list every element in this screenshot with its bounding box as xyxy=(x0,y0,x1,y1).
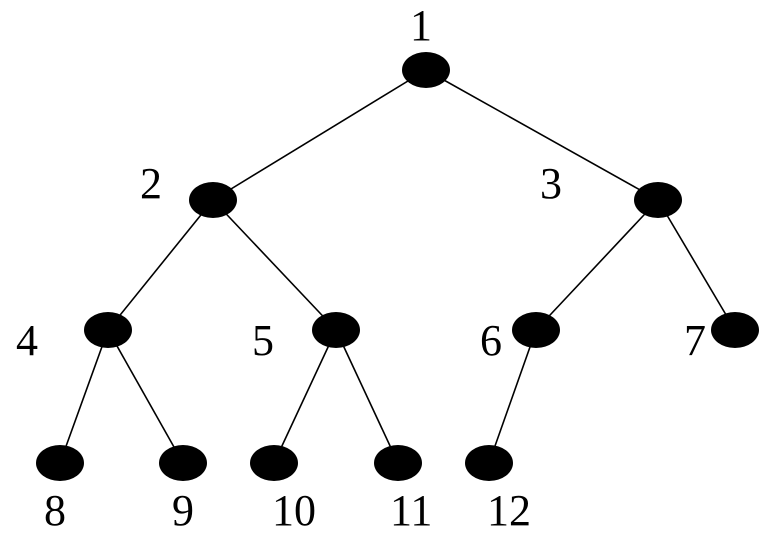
edge-1-2 xyxy=(212,69,427,201)
tree-edges xyxy=(59,69,736,464)
tree-node-10 xyxy=(250,445,298,481)
edge-6-12 xyxy=(488,329,537,464)
edge-4-8 xyxy=(59,329,109,464)
edge-3-6 xyxy=(535,199,659,331)
node-label-9: 9 xyxy=(172,486,194,535)
edge-5-10 xyxy=(273,329,337,464)
node-label-7: 7 xyxy=(684,316,706,365)
node-label-1: 1 xyxy=(410,1,432,50)
edge-2-4 xyxy=(107,199,214,331)
edge-1-3 xyxy=(425,69,659,201)
edge-3-7 xyxy=(657,199,736,331)
node-label-10: 10 xyxy=(272,486,316,535)
tree-node-7 xyxy=(711,312,759,348)
node-label-3: 3 xyxy=(540,159,562,208)
tree-node-3 xyxy=(634,182,682,218)
edge-5-11 xyxy=(335,329,399,464)
tree-node-2 xyxy=(189,182,237,218)
node-label-6: 6 xyxy=(480,316,502,365)
tree-node-4 xyxy=(84,312,132,348)
tree-node-1 xyxy=(402,52,450,88)
node-label-8: 8 xyxy=(44,486,66,535)
edge-2-5 xyxy=(212,199,337,331)
node-label-4: 4 xyxy=(16,316,38,365)
tree-node-12 xyxy=(465,445,513,481)
tree-node-8 xyxy=(36,445,84,481)
tree-node-11 xyxy=(374,445,422,481)
node-label-5: 5 xyxy=(252,316,274,365)
tree-node-5 xyxy=(312,312,360,348)
tree-nodes xyxy=(36,52,759,481)
edge-4-9 xyxy=(107,329,184,464)
node-label-11: 11 xyxy=(390,486,432,535)
node-label-2: 2 xyxy=(140,159,162,208)
tree-node-9 xyxy=(159,445,207,481)
tree-node-6 xyxy=(512,312,560,348)
node-label-12: 12 xyxy=(487,486,531,535)
